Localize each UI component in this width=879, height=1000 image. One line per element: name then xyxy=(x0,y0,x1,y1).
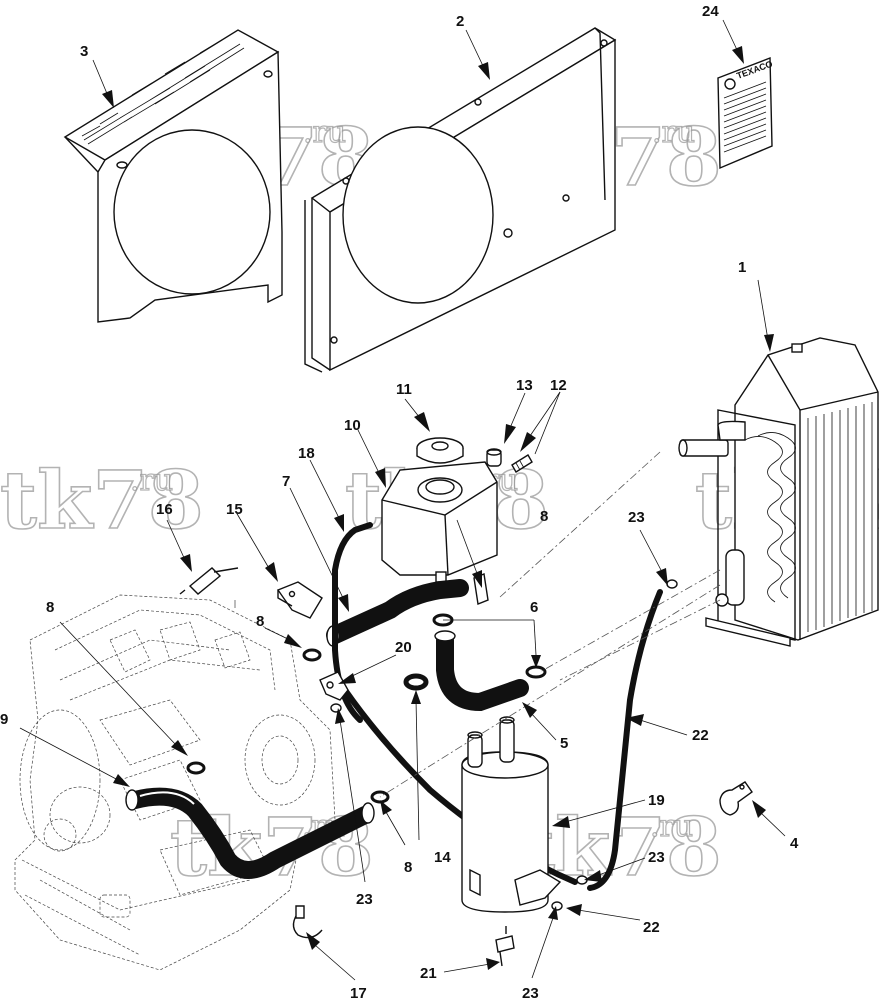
part-22-small-hose xyxy=(587,589,663,891)
watermark-2-suffix: .ru xyxy=(652,115,695,150)
part-20-elbow xyxy=(319,671,349,701)
callout-17: 17 xyxy=(350,985,367,1000)
callout-18: 18 xyxy=(298,445,315,462)
callout-5: 5 xyxy=(560,735,568,752)
callout-6: 6 xyxy=(530,599,538,616)
callout-8-a: 8 xyxy=(256,613,264,630)
part-24-decal: TEXACO xyxy=(717,56,774,170)
watermark-7-suffix: .ru xyxy=(650,809,693,844)
callout-16: 16 xyxy=(156,501,173,518)
watermark-1-suffix: .ru xyxy=(303,115,346,150)
assembly-lines xyxy=(234,451,721,798)
part-16-sensor xyxy=(179,567,239,595)
part-1-radiator xyxy=(678,337,879,647)
part-19-surge-tank xyxy=(461,716,562,913)
callout-14: 14 xyxy=(434,849,451,866)
part-12-fitting xyxy=(511,454,533,473)
callout-24: 24 xyxy=(702,3,719,20)
callout-8-d: 8 xyxy=(404,859,412,876)
part-5-bent-hose xyxy=(434,630,529,712)
part-14-seal xyxy=(403,673,429,691)
callout-21: 21 xyxy=(420,965,437,982)
part-10-expansion-tank xyxy=(381,461,498,583)
callout-11: 11 xyxy=(396,381,412,398)
leader-lines xyxy=(19,19,786,981)
callout-4: 4 xyxy=(790,835,799,852)
part-15-bracket xyxy=(276,581,323,619)
callout-8-b: 8 xyxy=(46,599,54,616)
callout-23-a: 23 xyxy=(628,509,645,526)
callout-23-c: 23 xyxy=(356,891,373,908)
callout-13: 13 xyxy=(516,377,533,394)
callout-12: 12 xyxy=(550,377,567,394)
callout-3: 3 xyxy=(80,43,88,60)
part-21-drain-valve xyxy=(495,926,515,967)
watermark-3: tk78 xyxy=(0,453,204,547)
engine-block xyxy=(14,594,336,971)
watermark-3-suffix: .ru xyxy=(130,463,173,498)
part-18-tank-hose xyxy=(332,522,373,723)
callout-20: 20 xyxy=(395,639,412,656)
part-2-radiator-frame xyxy=(304,27,617,373)
part-11-pressure-cap xyxy=(416,437,464,464)
callout-labels: 1 2 3 24 11 13 12 10 18 7 16 15 8 8 8 8 … xyxy=(0,3,799,1000)
callout-23-d: 23 xyxy=(522,985,539,1000)
part-13-plug xyxy=(486,448,502,467)
callout-9: 9 xyxy=(0,711,8,728)
part-9-lower-hose xyxy=(125,787,375,879)
callout-22-b: 22 xyxy=(643,919,660,936)
part-3-fan-shroud xyxy=(63,29,283,323)
callout-19: 19 xyxy=(648,792,665,809)
callout-8-c: 8 xyxy=(540,508,548,525)
callout-10: 10 xyxy=(344,417,361,434)
callout-23-b: 23 xyxy=(648,849,665,866)
callout-15: 15 xyxy=(226,501,243,518)
callout-2: 2 xyxy=(456,13,464,30)
part-17-clip xyxy=(292,905,323,939)
part-4-clip xyxy=(719,781,753,816)
callout-1: 1 xyxy=(738,259,746,276)
callout-7: 7 xyxy=(282,473,290,490)
callout-22-a: 22 xyxy=(692,727,709,744)
